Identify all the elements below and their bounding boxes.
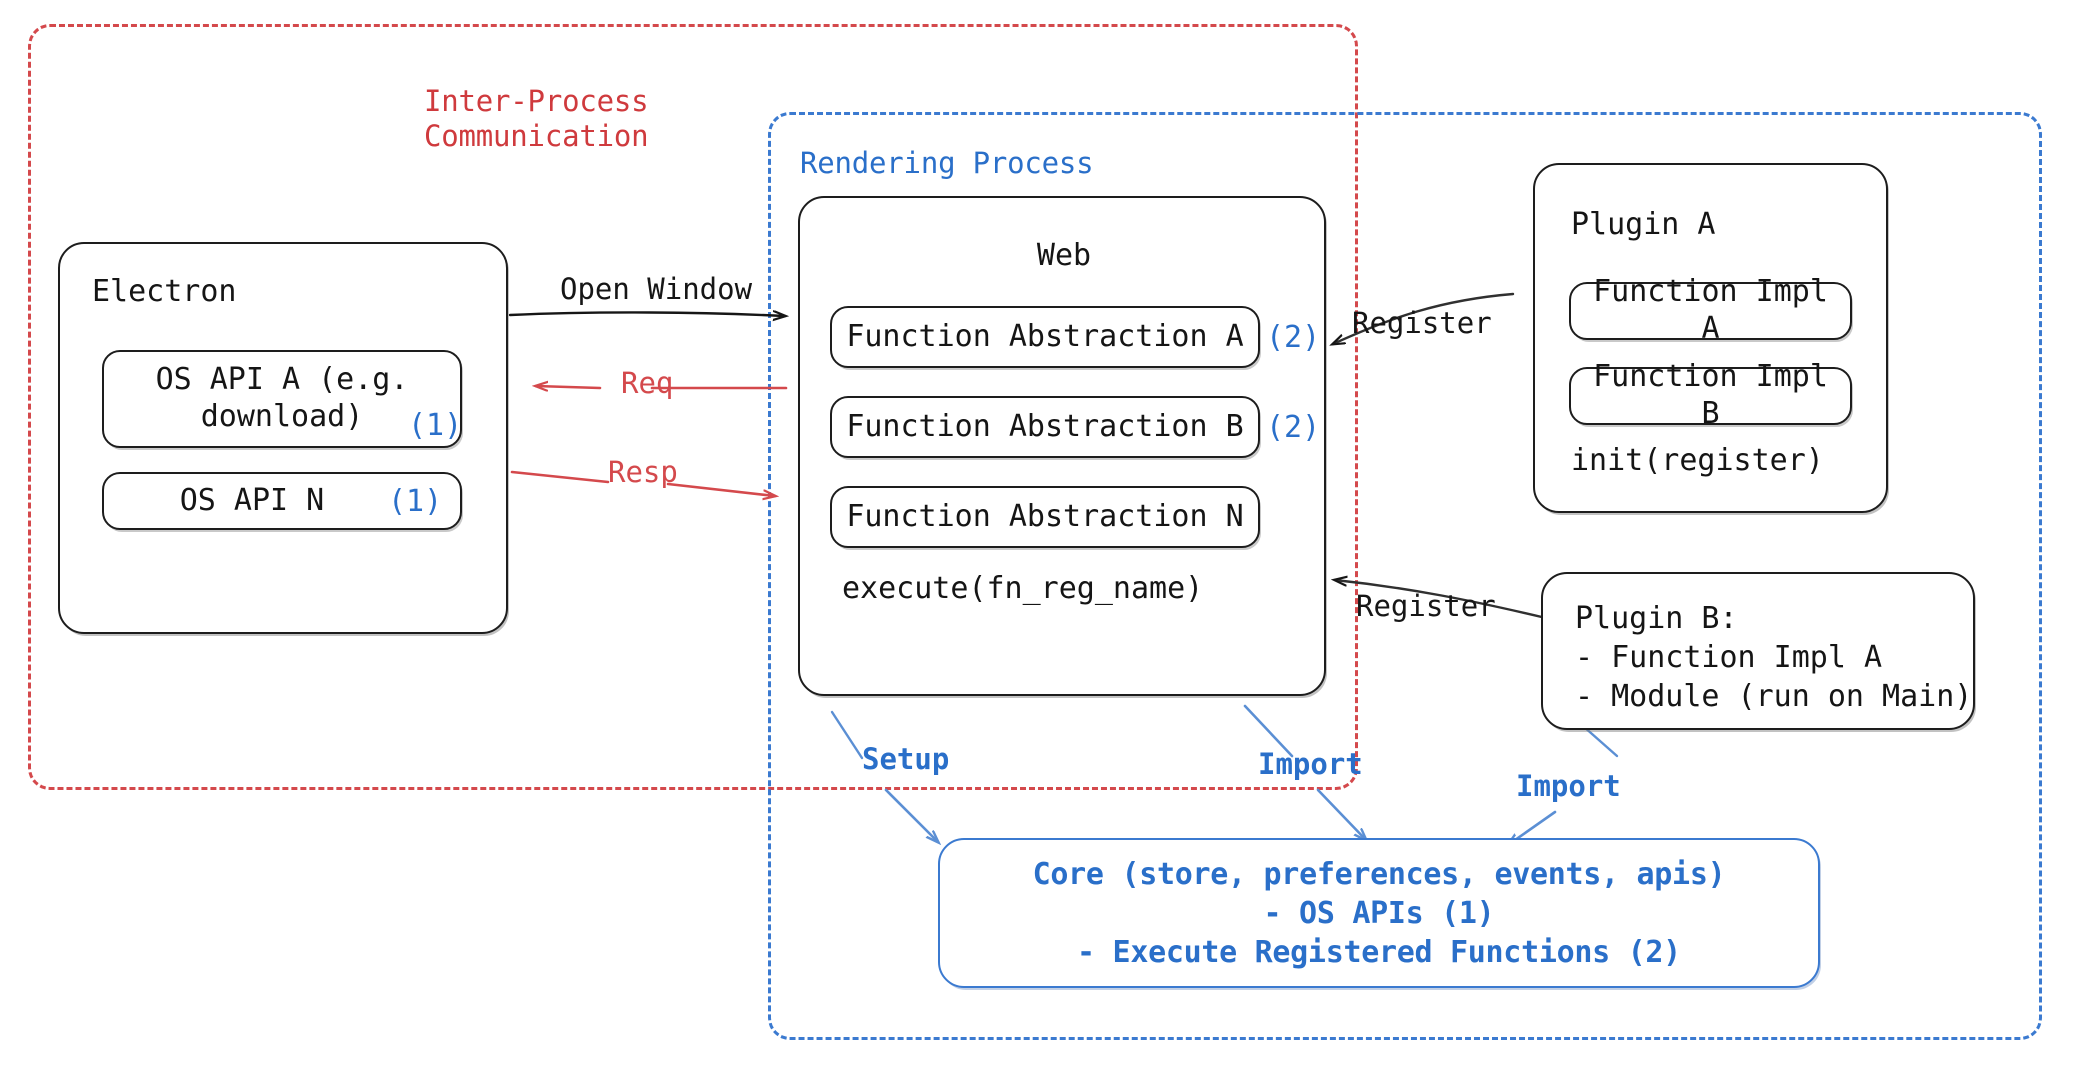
edge-label-import-plugin-b: Import <box>1516 769 1621 803</box>
function-impl-b-box: Function Impl B <box>1569 359 1852 431</box>
function-abstraction-a-label: Function Abstraction A <box>846 318 1244 354</box>
function-abstraction-n-label: Function Abstraction N <box>846 498 1244 534</box>
core-label: Core (store, preferences, events, apis) … <box>1032 856 1726 970</box>
function-abstraction-a-marker: (2) <box>1266 320 1321 355</box>
function-impl-a-box: Function Impl A <box>1569 274 1852 346</box>
edge-label-register-plugin-a: Register <box>1352 306 1492 340</box>
function-abstraction-b-box: Function Abstraction B <box>830 396 1260 458</box>
edge-label-import-web: Import <box>1258 747 1363 781</box>
edge-label-register-plugin-b: Register <box>1356 589 1496 623</box>
edge-label-resp: Resp <box>608 455 678 489</box>
os-api-a-label: OS API A (e.g. download) <box>155 362 409 434</box>
electron-box: Electron OS API A (e.g. download) (1) OS… <box>58 242 508 634</box>
web-box: Web Function Abstraction A (2) Function … <box>798 196 1326 696</box>
os-api-n-label: OS API N <box>179 482 325 518</box>
core-box: Core (store, preferences, events, apis) … <box>938 838 1820 988</box>
function-impl-b-label: Function Impl B <box>1593 359 1828 431</box>
edge-label-setup: Setup <box>862 742 950 776</box>
web-execute-label: execute(fn_reg_name) <box>842 571 1204 606</box>
os-api-n-marker: (1) <box>388 484 443 519</box>
os-api-a-box: OS API A (e.g. download) <box>102 350 462 448</box>
group-label-rendering-process: Rendering Process <box>800 146 1094 180</box>
plugin-a-box: Plugin A Function Impl A Function Impl B… <box>1533 163 1888 513</box>
os-api-a-marker: (1) <box>408 408 463 443</box>
electron-title: Electron <box>92 274 237 309</box>
function-abstraction-a-box: Function Abstraction A <box>830 306 1260 368</box>
plugin-a-title: Plugin A <box>1571 207 1716 242</box>
plugin-a-init-label: init(register) <box>1571 443 1824 478</box>
function-impl-a-label: Function Impl A <box>1593 274 1828 346</box>
plugin-b-text: Plugin B: - Function Impl A - Module (ru… <box>1575 601 1973 714</box>
group-inter-process-communication <box>28 24 1358 790</box>
function-abstraction-b-marker: (2) <box>1266 410 1321 445</box>
group-label-inter-process-communication: Inter-Process Communication <box>424 84 649 154</box>
edge-label-open-window: Open Window <box>560 272 753 306</box>
group-rendering-process <box>768 112 2042 1040</box>
os-api-n-box: OS API N <box>102 472 462 530</box>
function-abstraction-b-label: Function Abstraction B <box>846 408 1244 444</box>
plugin-b-box: Plugin B: - Function Impl A - Module (ru… <box>1541 572 1975 730</box>
function-abstraction-n-box: Function Abstraction N <box>830 486 1260 548</box>
web-title: Web <box>1036 238 1092 273</box>
edge-label-req: Req <box>621 366 674 400</box>
